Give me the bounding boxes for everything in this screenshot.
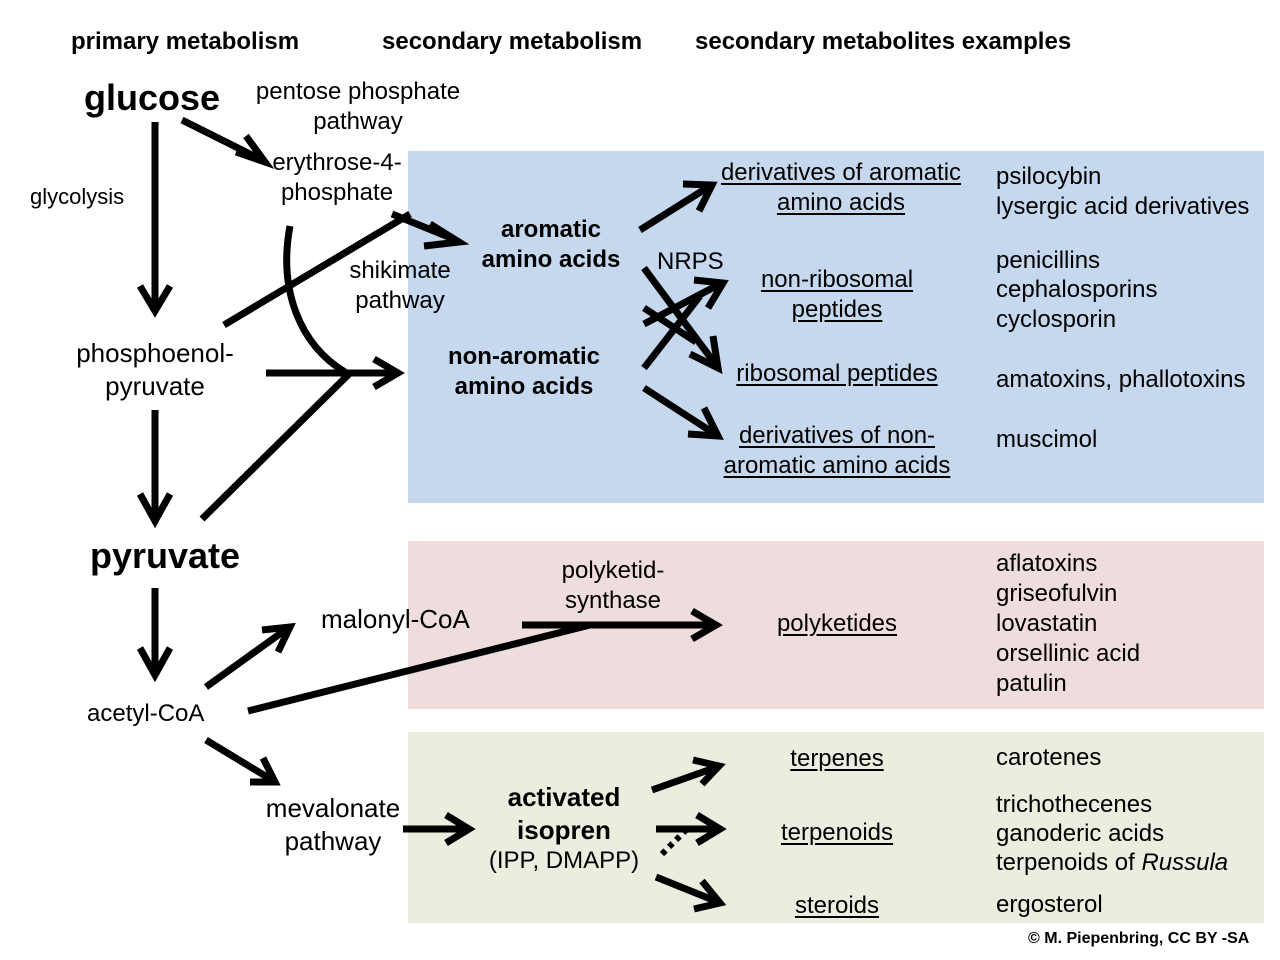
node-nonaromatic-line1: non-aromatic bbox=[447, 343, 600, 370]
label-pentose-phosphate-pathway: pentose phosphate pathway bbox=[248, 77, 468, 137]
header-metabolites-examples: secondary metabolites examples bbox=[695, 28, 1072, 55]
node-derivatives-aromatic: derivatives of aromatic amino acids bbox=[706, 158, 976, 218]
example-penicillins: penicillins bbox=[996, 247, 1101, 274]
node-deriv-nonarom-line1: derivatives of non- bbox=[738, 422, 936, 449]
example-aflatoxins: aflatoxins bbox=[996, 550, 1098, 577]
header-primary-metabolism: primary metabolism bbox=[71, 28, 300, 55]
label-pks-line2: synthase bbox=[564, 587, 662, 614]
arrow-isopren-to-terpenes bbox=[650, 756, 726, 794]
example-carotenes: carotenes bbox=[996, 744, 1102, 771]
node-pyruvate: pyruvate bbox=[90, 535, 241, 576]
label-shikimate-line1: shikimate bbox=[349, 257, 451, 284]
node-steroids: steroids bbox=[794, 892, 880, 919]
label-mevalonate-line2: pathway bbox=[284, 825, 382, 856]
arrow-acetyl-to-malonyl bbox=[203, 622, 296, 690]
node-phosphoenolpyruvate: phosphoenol- pyruvate bbox=[64, 337, 246, 402]
node-nonaromatic-amino-acids: non-aromatic amino acids bbox=[438, 342, 610, 402]
example-ganoderic: ganoderic acids bbox=[996, 820, 1165, 847]
label-glycolysis: glycolysis bbox=[30, 184, 125, 209]
arrow-aromatic-to-derivatives bbox=[638, 180, 718, 233]
node-nonribo-line2: peptides bbox=[791, 296, 883, 323]
node-nonribo-line1: non-ribosomal bbox=[760, 266, 914, 293]
node-activated-isopren: activated isopren (IPP, DMAPP) bbox=[478, 781, 650, 876]
aminoacid-panel bbox=[408, 151, 1264, 503]
example-cyclosporin: cyclosporin bbox=[996, 306, 1117, 333]
node-deriv-arom-line2: amino acids bbox=[776, 189, 906, 216]
node-nonaromatic-line2: amino acids bbox=[454, 373, 594, 400]
node-polyketides: polyketides bbox=[776, 610, 898, 637]
header-secondary-metabolism: secondary metabolism bbox=[382, 28, 643, 55]
arrow-malonyl-to-polyketides bbox=[522, 607, 723, 643]
label-mevalonate-pathway: mevalonate pathway bbox=[258, 792, 408, 857]
arrow-pep-to-pyruvate bbox=[136, 410, 174, 529]
example-trichothecenes: trichothecenes bbox=[996, 791, 1153, 818]
arrow-nonaromatic-to-nonribosomal bbox=[641, 293, 703, 371]
node-pep-line1: phosphoenol- bbox=[76, 338, 234, 368]
line-pep-to-aromatic bbox=[222, 210, 412, 329]
node-nonribosomal-peptides: non-ribosomal peptides bbox=[742, 265, 932, 325]
label-polyketide-synthase: polyketid- synthase bbox=[548, 556, 678, 616]
label-pentose-line1: pentose phosphate bbox=[255, 78, 461, 105]
arrow-isopren-to-terpenoids bbox=[656, 812, 727, 846]
example-ergosterol: ergosterol bbox=[996, 891, 1103, 918]
node-aromatic-line2: amino acids bbox=[481, 246, 621, 273]
arrow-glucose-to-erythrose bbox=[180, 116, 275, 169]
node-deriv-arom-line1: derivatives of aromatic bbox=[720, 159, 962, 186]
node-acetyl-coa: acetyl-CoA bbox=[87, 700, 205, 727]
label-shikimate-line2: pathway bbox=[355, 287, 445, 314]
label-nrps: NRPS bbox=[657, 248, 724, 275]
arrow-nonaromatic-to-derivatives bbox=[642, 385, 724, 440]
node-malonyl-coa: malonyl-CoA bbox=[321, 604, 470, 634]
node-erythrose-line1: erythrose-4- bbox=[272, 149, 402, 176]
node-aromatic-line1: aromatic bbox=[500, 216, 602, 243]
example-orsellinic: orsellinic acid bbox=[996, 640, 1141, 667]
line-acetyl-to-polyketides bbox=[247, 621, 591, 715]
example-patulin: patulin bbox=[996, 670, 1067, 697]
example-cephalosporins: cephalosporins bbox=[996, 276, 1158, 303]
example-griseofulvin: griseofulvin bbox=[996, 580, 1118, 607]
line-nonaromatic-to-ribosomal bbox=[642, 305, 698, 345]
example-lysergic: lysergic acid derivatives bbox=[996, 193, 1250, 220]
node-terpenes: terpenes bbox=[790, 745, 884, 772]
node-terpenoids: terpenoids bbox=[780, 819, 894, 846]
label-pks-line1: polyketid- bbox=[561, 557, 665, 584]
node-pep-line2: pyruvate bbox=[105, 370, 205, 401]
node-glucose: glucose bbox=[84, 77, 221, 118]
node-ribosomal-peptides: ribosomal peptides bbox=[736, 360, 938, 387]
arrow-acetyl-to-mevalonate bbox=[204, 737, 281, 786]
node-erythrose-4-phosphate: erythrose-4- phosphate bbox=[262, 148, 412, 208]
arrow-glucose-to-pep bbox=[136, 122, 174, 318]
node-isopren-line3: (IPP, DMAPP) bbox=[488, 847, 640, 874]
node-isopren-line2: isopren bbox=[517, 814, 611, 845]
example-terpenoids-of-russula: terpenoids of Russula bbox=[996, 848, 1228, 878]
node-erythrose-line2: phosphate bbox=[280, 179, 394, 206]
arrow-aromatic-to-ribosomal bbox=[641, 265, 723, 375]
label-shikimate-pathway: shikimate pathway bbox=[335, 256, 465, 316]
label-mevalonate-line1: mevalonate bbox=[265, 793, 401, 823]
copyright-notice: © M. Piepenbring, CC BY -SA bbox=[1028, 930, 1250, 947]
arrow-mevalonate-to-isopren bbox=[403, 812, 476, 846]
arrow-pyruvate-to-acetyl bbox=[136, 588, 174, 683]
arrow-pep-to-nonaromatic bbox=[266, 355, 405, 391]
example-psilocybin: psilocybin bbox=[996, 163, 1102, 190]
terpene-panel bbox=[408, 732, 1264, 923]
node-isopren-line1: activated bbox=[507, 782, 621, 812]
example-lovastatin: lovastatin bbox=[996, 610, 1098, 637]
node-derivatives-nonaromatic: derivatives of non- aromatic amino acids bbox=[708, 421, 966, 481]
node-aromatic-amino-acids: aromatic amino acids bbox=[470, 215, 632, 275]
label-pentose-line2: pathway bbox=[313, 108, 403, 135]
example-russula: Russula bbox=[1141, 849, 1229, 876]
curve-erythrose-to-nonaromatic bbox=[283, 225, 347, 375]
line-pyruvate-to-nonaromatic bbox=[199, 370, 353, 522]
example-terpenoids-of: terpenoids of bbox=[996, 849, 1142, 876]
node-deriv-nonarom-line2: aromatic amino acids bbox=[723, 452, 951, 479]
dotted-line-terpenes-to-terpenoids bbox=[659, 823, 693, 857]
example-muscimol: muscimol bbox=[996, 426, 1098, 453]
arrow-isopren-to-steroids bbox=[654, 873, 727, 913]
example-amatoxins: amatoxins, phallotoxins bbox=[996, 366, 1246, 393]
